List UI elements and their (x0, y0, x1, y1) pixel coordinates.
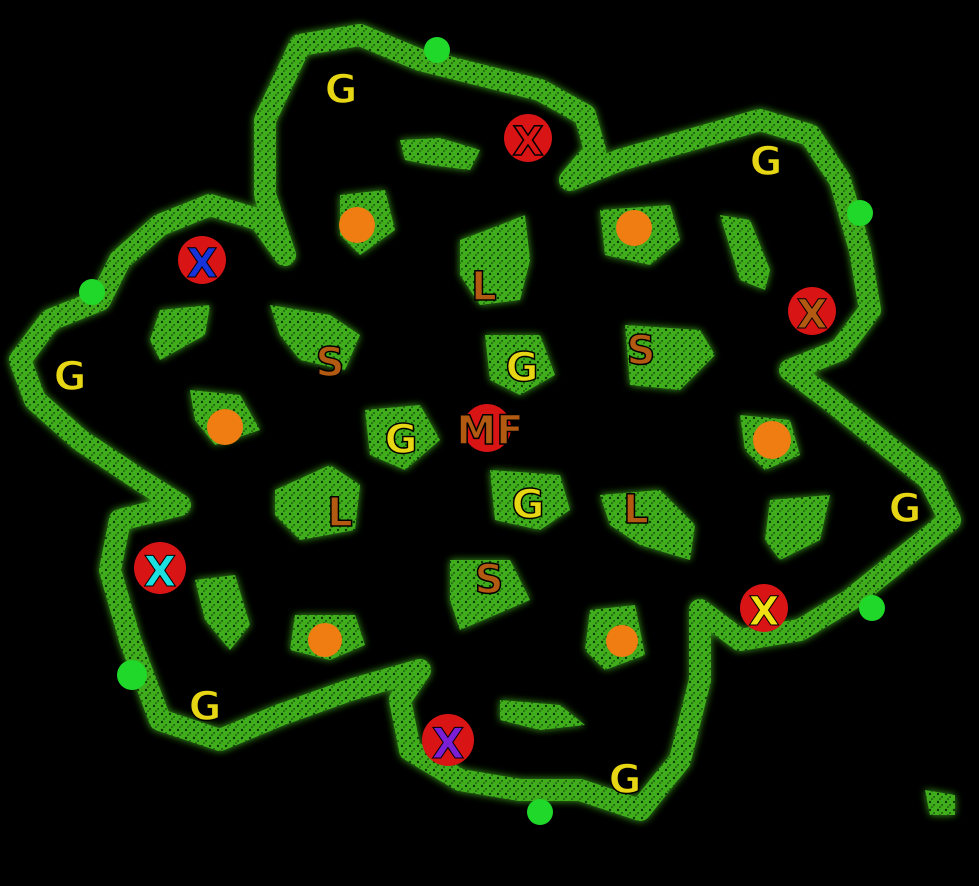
terrain-patch (500, 700, 585, 730)
lumber-label: L (327, 490, 353, 536)
terrain-patch (400, 138, 480, 170)
player-marker-brown[interactable]: X (788, 287, 836, 339)
gold-mine-label: G (385, 417, 418, 463)
gold-mine-label: G (512, 482, 545, 528)
green-dot (424, 37, 450, 63)
green-dot (117, 660, 147, 690)
terrain-patch (450, 560, 530, 630)
orange-dot (753, 421, 791, 459)
terrain-patch (765, 495, 830, 560)
player-marker-teal[interactable]: X (134, 542, 186, 597)
terrain-patch (600, 490, 695, 560)
lumber-label: L (471, 264, 497, 310)
inner-terrain-patches (150, 138, 955, 815)
shop-label: S (627, 328, 656, 374)
player-marker-yellow[interactable]: X (740, 584, 788, 636)
gold-mine-label: G (54, 354, 87, 400)
gold-mine-labels: G G G G G G G G G (53, 66, 922, 804)
outer-ring-terrain (9, 24, 961, 821)
orange-dot (339, 207, 375, 243)
terrain-patch (365, 405, 440, 470)
terrain-patch (720, 215, 770, 290)
gold-mine-label: G (506, 345, 539, 391)
gold-mine-label: G (189, 684, 222, 730)
green-dot (527, 799, 553, 825)
player-marker-purple[interactable]: X (422, 714, 474, 769)
marker-letter: X (187, 241, 218, 287)
orange-dot (207, 409, 243, 445)
green-dot (847, 200, 873, 226)
terrain-patch (270, 305, 360, 370)
orange-dot (308, 623, 342, 657)
green-dot (79, 279, 105, 305)
lumber-labels: L L L (327, 263, 650, 537)
terrain-patch (195, 575, 250, 650)
green-dot (859, 595, 885, 621)
orange-dot (606, 625, 638, 657)
terrain-patch (925, 790, 955, 815)
green-dots (79, 37, 885, 825)
marker-letter: X (797, 292, 828, 338)
center-label: MF (456, 408, 523, 454)
shop-label: S (316, 340, 345, 386)
center-red-circle (463, 404, 511, 452)
lumber-label: L (623, 487, 649, 533)
terrain-patch (485, 335, 555, 395)
player-start-markers: X X X X X X (134, 114, 836, 769)
orange-dots (207, 207, 791, 657)
player-marker-red[interactable]: X (504, 114, 552, 166)
player-marker-blue[interactable]: X (178, 236, 226, 288)
shop-label: S (475, 557, 504, 603)
terrain-patch (460, 215, 530, 305)
terrain-patch (490, 470, 570, 530)
marker-letter: X (749, 589, 780, 635)
gold-mine-label: G (325, 67, 358, 113)
marker-letter: X (513, 119, 544, 165)
gold-mine-label: G (750, 139, 783, 185)
orange-dot (616, 210, 652, 246)
marker-letter: X (144, 547, 176, 596)
terrain-patch (625, 325, 715, 390)
shop-labels: S S S (315, 327, 656, 604)
terrain-patch (150, 305, 210, 360)
terrain-patch (275, 465, 360, 540)
marker-letter: X (432, 719, 464, 768)
gold-mine-label: G (609, 757, 642, 803)
gold-mine-label: G (889, 486, 922, 532)
